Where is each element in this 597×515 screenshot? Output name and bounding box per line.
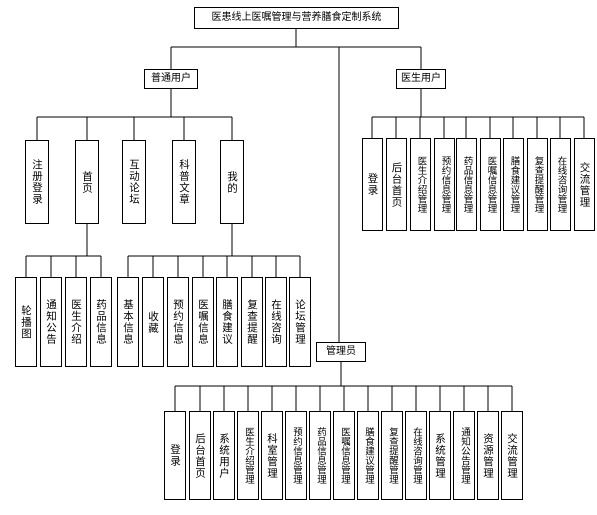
admin-child: 后台首页 xyxy=(189,411,211,500)
admin-child: 交流管理 xyxy=(501,411,523,500)
admin-child: 药品信息管理 xyxy=(309,411,331,500)
doctor-child: 复查提醒管理 xyxy=(527,138,548,231)
normal-user-child: 科普文章 xyxy=(172,140,196,224)
admin-child: 通知公告管理 xyxy=(453,411,475,500)
home-child: 医生介绍 xyxy=(65,277,87,367)
normal-user-child: 注册登录 xyxy=(25,140,49,224)
admin-child: 预约信息管理 xyxy=(285,411,307,500)
mine-child: 预约信息 xyxy=(167,277,189,367)
admin-child: 医生介绍管理 xyxy=(237,411,259,500)
mine-child: 医嘱信息 xyxy=(192,277,214,367)
doctor-user-node: 医生用户 xyxy=(396,69,446,89)
doctor-child: 医生介绍管理 xyxy=(410,138,431,231)
normal-user-child: 互动论坛 xyxy=(122,140,146,224)
admin-child: 医嘱信息管理 xyxy=(333,411,355,500)
mine-child: 复查提醒 xyxy=(241,277,263,367)
home-child: 轮播图 xyxy=(15,277,37,367)
admin-child: 系统用户 xyxy=(213,411,235,500)
mine-child: 膳食建议 xyxy=(216,277,238,367)
home-child: 通知公告 xyxy=(40,277,62,367)
normal-user-child: 首页 xyxy=(75,140,99,224)
admin-node: 管理员 xyxy=(316,342,366,362)
doctor-child: 医嘱信息管理 xyxy=(480,138,501,231)
admin-child: 膳食建议管理 xyxy=(357,411,379,500)
doctor-child: 在线咨询管理 xyxy=(550,138,571,231)
mine-child: 基本信息 xyxy=(117,277,139,367)
normal-user-child: 我的 xyxy=(220,140,244,224)
doctor-child: 交流管理 xyxy=(574,138,595,231)
doctor-child: 预约信息管理 xyxy=(434,138,455,231)
admin-child: 科室管理 xyxy=(261,411,283,500)
normal-user-node: 普通用户 xyxy=(144,69,198,89)
doctor-child: 药品信息管理 xyxy=(456,138,477,231)
doctor-child: 膳食建议管理 xyxy=(503,138,524,231)
doctor-child: 后台首页 xyxy=(386,138,407,231)
mine-child: 收藏 xyxy=(142,277,164,367)
doctor-child: 登录 xyxy=(362,138,383,231)
admin-child: 登录 xyxy=(164,411,186,500)
home-child: 药品信息 xyxy=(90,277,112,367)
mine-child: 论坛管理 xyxy=(289,277,311,367)
admin-child: 在线咨询管理 xyxy=(405,411,427,500)
root-node: 医患线上医嘱管理与营养膳食定制系统 xyxy=(194,7,399,29)
admin-child: 资源管理 xyxy=(477,411,499,500)
admin-child: 系统管理 xyxy=(429,411,451,500)
admin-child: 复查提醒管理 xyxy=(381,411,403,500)
mine-child: 在线咨询 xyxy=(265,277,287,367)
